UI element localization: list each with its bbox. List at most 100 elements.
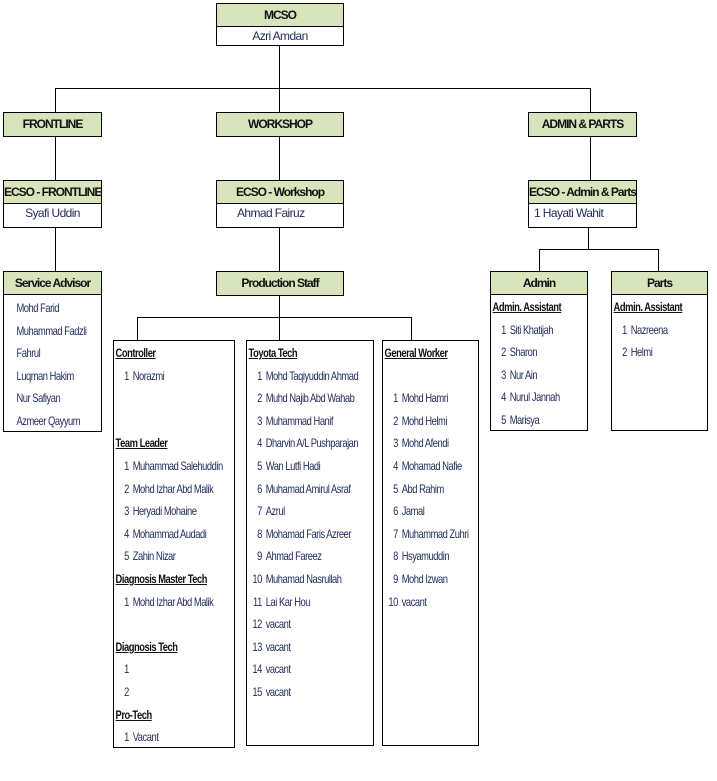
list-item-text: Nurul Jannah [509,390,561,405]
item-number: 2 [501,345,506,360]
list-item-text: Vacant [132,730,159,745]
list-item: Luqman Hakim [4,366,74,386]
connector [55,88,56,112]
item-number: 3 [393,436,398,451]
item-number: 12 [252,617,262,632]
section-heading: Pro-Tech [114,705,153,725]
item-number: 2 [622,345,627,360]
list-item-text: Abd Rahim [401,481,445,496]
list-item: Muhammad Fadzli [4,321,86,341]
parts-title: Parts [612,272,707,295]
item-number: 10 [388,594,398,609]
item-number: 4 [393,459,398,473]
connector [279,227,280,271]
section-heading: Team Leader [114,433,168,453]
item-number: 11 [253,594,262,609]
item-number: 6 [257,481,262,496]
list-item-text: Lai Kar Hou [265,594,311,609]
connector [279,136,280,180]
item-number: 1 [393,391,398,406]
connector [279,317,280,340]
production-staff-box: Production Staff [216,271,344,296]
item-number: 2 [393,413,398,428]
mcso-title: MCSO [217,4,343,27]
item-number: 2 [124,481,129,496]
list-item-text: Mohd Farid [16,301,60,315]
list-item-text: Wan Lutfi Hadi [265,459,321,473]
item-number: 7 [393,526,398,541]
list-item-text: Sharon [509,345,538,360]
list-item-text: Muhammad Salehuddin [132,459,223,473]
list-item: Nur Safiyan [4,388,60,408]
list-item-text: Mohd Taqiyuddin Ahmad [265,368,359,383]
mcso-name: Azri Amdan [252,29,308,43]
item-number: 9 [257,549,262,564]
list-item: 1 [114,659,133,679]
list-item-text: Muhammad Fadzli [16,323,87,338]
list-item-text: Mohd Izhar Abd Malik [132,594,214,609]
list-item-text: vacant [265,639,291,654]
item-number: 8 [393,549,398,564]
list-item-text: Helmi [630,345,653,360]
frontline-box: FRONTLINE [3,112,102,137]
item-number: 6 [393,504,398,519]
workshop-box: WORKSHOP [216,112,344,137]
list-item-text: Dharvin A/L Pushparajan [265,436,359,451]
list-item-text: Zahin Nizar [132,549,176,564]
connector [588,227,589,249]
item-number: 15 [252,685,262,699]
list-item: Azmeer Qayyum [4,411,80,431]
item-number: 1 [257,368,262,383]
ecso-frontline-box: ECSO - FRONTLINE Syafi Uddin [3,180,102,228]
role-heading: Admin. Assistant [612,297,683,317]
workshop-title: WORKSHOP [217,113,343,136]
connector [590,88,591,112]
connector [279,295,280,317]
list-item-text: Mohamad Faris Azreer [265,526,352,541]
role-heading-text: Admin. Assistant [613,300,683,314]
item-number: 1 [501,322,506,337]
connector [55,227,56,271]
item-number: 13 [252,639,262,654]
item-number: 10 [252,572,262,586]
item-number: 14 [252,662,262,677]
list-item-text: Mohd Helmi [401,413,448,428]
item-number: 1 [124,459,129,473]
list-item: Mohd Farid [4,298,59,318]
ecso-admin-parts-title: ECSO - Admin & Parts [529,181,637,204]
list-item-text: vacant [265,617,291,632]
list-item-text: Nur Safiyan [16,391,61,406]
frontline-title: FRONTLINE [4,113,101,136]
section-heading-text: General Worker [384,346,448,360]
list-item-text: Azrul [265,504,285,519]
connector [590,136,591,180]
list-item-text: Jamal [401,504,425,519]
ecso-admin-parts-name: 1 Hayati Wahit [534,206,604,220]
list-item-text: Mohd Afendi [401,436,449,451]
item-number: 1 [124,368,129,383]
item-number: 2 [124,685,129,699]
item-number: 2 [257,391,262,406]
